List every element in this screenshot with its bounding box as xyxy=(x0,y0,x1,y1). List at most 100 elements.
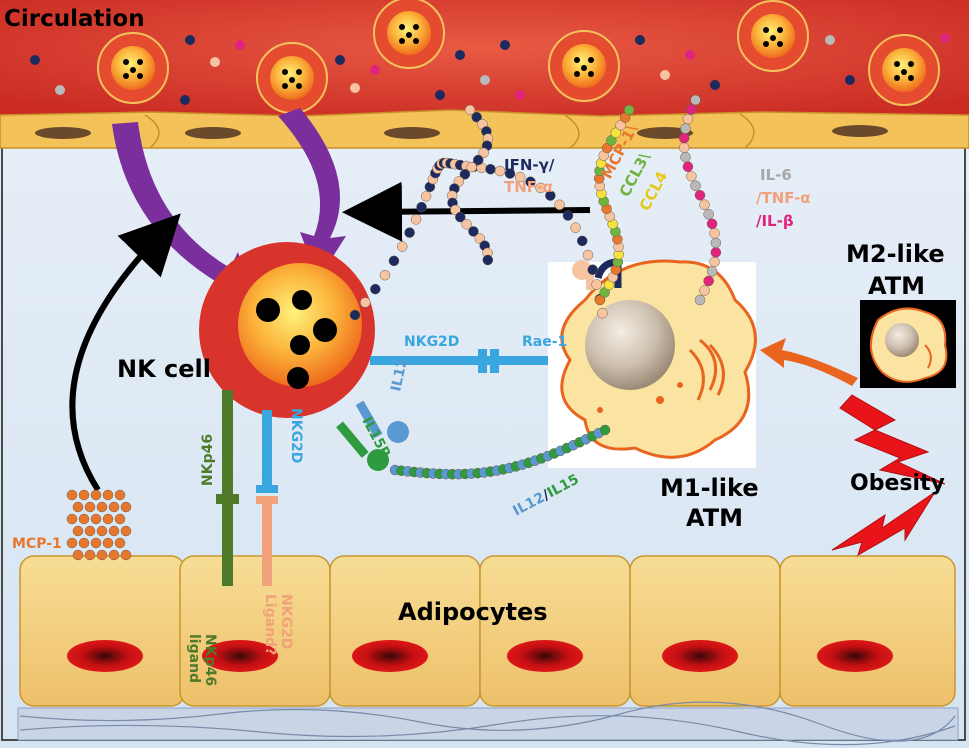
mcp1-dot xyxy=(84,525,96,537)
nkg2d-rae1-receptor xyxy=(370,349,590,373)
ifn-tnf-dot xyxy=(416,201,427,213)
nkg2d-ligand-label-line2: Ligand? xyxy=(262,594,278,655)
mcp1-dot xyxy=(108,525,120,537)
il6-tnf-ilb-dot xyxy=(709,256,720,268)
il6-tnf-ilb-dot xyxy=(699,199,710,211)
adipocyte xyxy=(779,555,956,707)
m2-atm-label-line1: M2-like xyxy=(846,240,945,268)
chemokine-dot xyxy=(610,127,622,139)
il6-tnf-ilb-dot xyxy=(710,247,722,258)
ifn-gamma-label: IFN-γ/ xyxy=(504,156,555,174)
nkg2d-vertical-receptor xyxy=(256,410,278,586)
nkp46-label: NKp46 xyxy=(200,434,216,486)
mcp1-dot xyxy=(102,513,114,525)
chemokine-dot xyxy=(594,294,606,306)
circulating-nk-cell xyxy=(373,0,445,69)
ifn-tnf-dot xyxy=(591,279,602,290)
ifn-tnf-dot xyxy=(535,182,546,194)
nkg2d-horizontal-label: NKG2D xyxy=(404,334,459,350)
mcp1-dot xyxy=(72,525,84,537)
il12-il15r-receptors xyxy=(336,400,409,471)
ifn-tnf-dot xyxy=(478,147,489,159)
ifn-tnf-dot xyxy=(525,176,536,188)
ifn-tnf-dot xyxy=(587,264,598,275)
mcp1-dot xyxy=(102,489,114,501)
il6-tnf-ilb-dot xyxy=(682,113,694,125)
mcp1-dot xyxy=(66,489,78,501)
mcp1-dot xyxy=(66,513,78,525)
purple-arrow-right xyxy=(278,108,346,280)
ifn-tnf-dot xyxy=(404,227,415,238)
il6-tnf-ilb-dot xyxy=(710,237,722,249)
mcp1-dot xyxy=(96,525,108,537)
il6-tnf-ilb-dot xyxy=(678,142,690,153)
ifn-tnf-dot xyxy=(360,297,371,308)
ifn-tnf-dot xyxy=(504,168,516,179)
il6-tnf-ilb-dot xyxy=(703,209,714,220)
vessel-cytokines xyxy=(30,33,950,105)
ifn-tnf-dot xyxy=(388,255,400,267)
ifn-tnf-dot xyxy=(562,210,574,221)
nkp46-receptor xyxy=(216,390,239,586)
mcp1-dot xyxy=(66,537,78,549)
m1-atm-label-line2: ATM xyxy=(686,504,743,532)
il6-tnf-ilb-dot xyxy=(680,123,691,134)
il6-tnf-ilb-dot xyxy=(706,218,718,230)
tnf-alpha-label-m1: /TNF-α xyxy=(756,189,811,207)
lightning-bolt-icon xyxy=(831,491,936,557)
mcp1-dot xyxy=(84,549,96,561)
il6-tnf-ilb-dot xyxy=(699,285,710,296)
chemokine-dot xyxy=(623,104,635,116)
chemokine-dot xyxy=(606,135,617,146)
m2-atm-label-line2: ATM xyxy=(868,272,925,300)
il12-receptor-label: IL12 xyxy=(388,357,411,393)
ifn-tnf-dot xyxy=(482,254,494,266)
il6-tnf-ilb-dot xyxy=(703,275,714,287)
mcp1-dot xyxy=(90,489,102,501)
ifn-tnf-dot xyxy=(459,169,471,180)
mcp1-dot xyxy=(78,489,90,501)
connective-tissue xyxy=(17,707,959,741)
mcp1-dot xyxy=(120,525,132,537)
circulating-nk-cell xyxy=(256,42,328,114)
mcp1-dot xyxy=(114,489,126,501)
m2-like-atm xyxy=(870,307,948,383)
mcp1-dot xyxy=(78,537,90,549)
il6-tnf-ilb-dot xyxy=(690,180,701,191)
mcp1-dot xyxy=(90,537,102,549)
ifn-tnf-dot xyxy=(514,171,526,183)
mcp1-dot xyxy=(108,501,120,513)
ifn-tnf-dot xyxy=(485,163,496,175)
mcp1-dot xyxy=(72,549,84,561)
ifn-tnf-dot xyxy=(461,219,472,230)
ifn-tnf-dot xyxy=(570,222,581,233)
ifn-tnf-dot xyxy=(494,165,506,177)
ifn-tnf-dot xyxy=(466,161,477,173)
ifn-tnf-dot xyxy=(471,111,482,123)
il6-tnf-ilb-dot xyxy=(706,266,718,277)
adipocyte-row xyxy=(19,555,956,707)
mcp1-dot xyxy=(78,513,90,525)
mcp1-dot xyxy=(84,501,96,513)
adipocytes-label: Adipocytes xyxy=(398,598,548,626)
ifn-tnf-dot xyxy=(455,211,466,223)
nkg2d-vertical-label: NKG2D xyxy=(288,408,304,463)
adipocyte xyxy=(329,555,481,707)
mcp1-dot xyxy=(96,549,108,561)
ifn-tnf-dot xyxy=(420,191,432,202)
il6-tnf-ilb-dot xyxy=(694,294,706,306)
il6-tnf-ilb-dot xyxy=(682,161,694,172)
obesity-label: Obesity xyxy=(850,471,945,496)
ifn-tnf-dot xyxy=(597,307,608,319)
mcp1-dot xyxy=(120,549,132,561)
mcp1-dot xyxy=(102,537,114,549)
ifn-tnf-dot xyxy=(472,154,484,166)
circulating-nk-cell xyxy=(737,0,809,72)
il6-tnf-ilb-dot xyxy=(690,94,701,106)
black-arrow-horizontal xyxy=(342,181,591,242)
ifn-tnf-dot xyxy=(370,283,381,295)
m1-like-atm xyxy=(560,259,757,459)
nk-cell xyxy=(199,242,375,418)
mcp1-dot xyxy=(96,501,108,513)
